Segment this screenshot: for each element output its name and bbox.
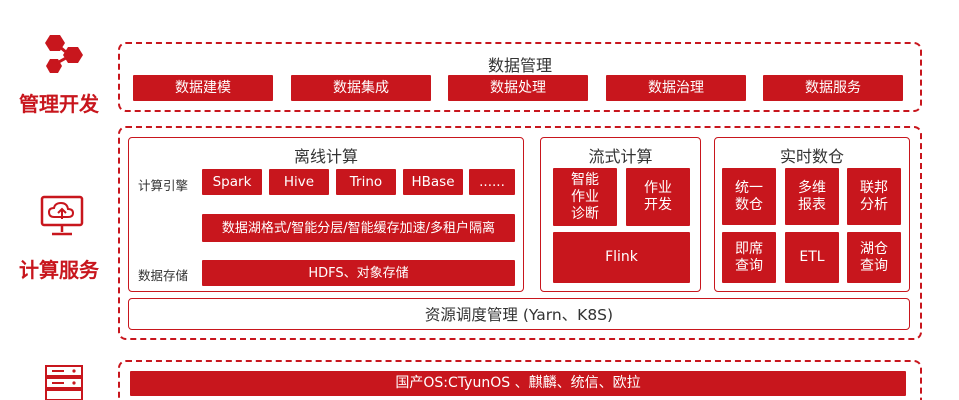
section-label-compute: 计算服务 [19, 258, 99, 282]
realtime-item: 湖仓 查询 [847, 232, 901, 283]
cloud-monitor-icon [39, 194, 85, 240]
stream-title: 流式计算 [588, 147, 653, 166]
data-mgmt-item: 数据治理 [606, 75, 746, 101]
realtime-item: 即席 查询 [722, 232, 776, 283]
os-group [118, 360, 922, 400]
stream-flink: Flink [553, 232, 690, 283]
realtime-item: 联邦 分析 [847, 168, 901, 225]
scheduler-text: 资源调度管理 (Yarn、K8S) [424, 306, 614, 324]
hexagon-network-icon [40, 33, 86, 75]
engine-label: 计算引擎 [138, 178, 189, 193]
compute-group [118, 126, 922, 340]
scheduler-bar: 资源调度管理 (Yarn、K8S) [128, 298, 910, 330]
data-mgmt-item: 数据建模 [133, 75, 273, 101]
os-bar: 国产OS:CTyunOS 、麒麟、统信、欧拉 [130, 371, 906, 396]
stream-dev: 作业 开发 [626, 168, 690, 226]
lake-features: 数据湖格式/智能分层/智能缓存加速/多租户隔离 [202, 214, 515, 242]
section-label-mgmt: 管理开发 [19, 92, 99, 116]
engine-hbase: HBase [403, 169, 463, 195]
data-mgmt-title: 数据管理 [487, 56, 552, 75]
realtime-item: ETL [785, 232, 839, 283]
data-mgmt-item: 数据处理 [448, 75, 588, 101]
data-mgmt-item: 数据服务 [763, 75, 903, 101]
storage-label: 数据存储 [138, 268, 189, 283]
stream-diag: 智能 作业 诊断 [553, 168, 617, 226]
storage-value: HDFS、对象存储 [202, 260, 515, 286]
engine-more: ...... [469, 169, 515, 195]
engine-spark: Spark [202, 169, 262, 195]
engine-trino: Trino [336, 169, 396, 195]
realtime-title: 实时数仓 [779, 147, 844, 166]
engine-hive: Hive [269, 169, 329, 195]
mgmt-group [118, 42, 922, 112]
server-rack-icon [44, 364, 84, 400]
realtime-item: 统一 数仓 [722, 168, 776, 225]
realtime-item: 多维 报表 [785, 168, 839, 225]
data-mgmt-item: 数据集成 [291, 75, 431, 101]
offline-title: 离线计算 [293, 147, 358, 166]
